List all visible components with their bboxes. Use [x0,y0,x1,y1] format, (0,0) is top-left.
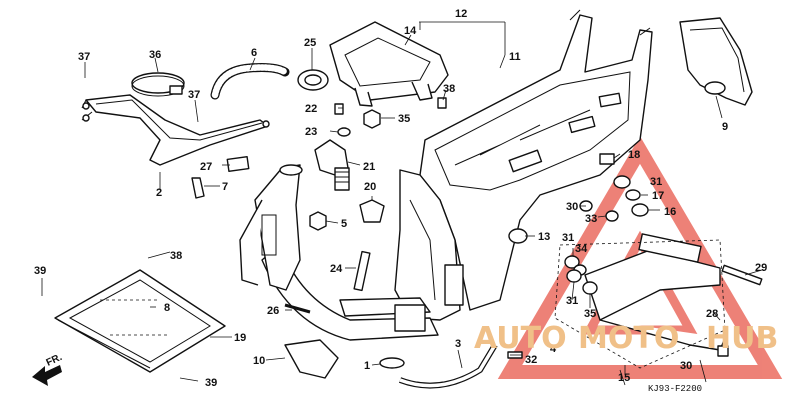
label-37-right: 37 [188,89,200,101]
part-rail-frame [81,94,270,166]
part-strip-24 [353,250,371,292]
label-35-bottom: 35 [584,308,596,320]
label-7: 7 [222,181,228,193]
label-31-bottom: 31 [566,295,578,307]
label-2: 2 [156,187,162,199]
part-nut-5 [309,211,327,231]
label-22: 22 [305,103,317,115]
label-15: 15 [618,372,630,384]
part-cover [679,17,753,106]
label-24: 24 [330,263,343,275]
label-12: 12 [455,8,467,20]
label-13: 13 [538,231,550,243]
watermark-wordmark: AUTO MOTO HUB [474,321,778,356]
label-4: 4 [550,343,557,355]
label-23: 23 [305,126,317,138]
label-36: 36 [149,49,161,61]
direction-label: FR. [45,352,64,369]
watermark-word-right: HUB [706,321,778,356]
part-bolt-22 [334,103,344,115]
label-26: 26 [267,305,279,317]
label-27: 27 [200,161,212,173]
part-corrugated-hose [210,63,290,100]
part-strap-26 [284,303,311,314]
label-34: 35 [398,113,410,125]
leader-lines [41,21,763,382]
label-31-top: 30 [566,201,578,213]
label-8: 8 [164,302,170,314]
part-bracket-21 [314,139,350,191]
label-19: 19 [234,332,246,344]
part-swing-arm [554,233,763,386]
part-cover-10 [284,339,339,379]
part-tray-bracket [329,21,449,107]
part-main-frame [394,9,653,321]
part-pipe-3 [398,343,498,389]
part-bottom-bracket [54,269,226,373]
part-lower-frame [261,244,439,341]
label-28: 28 [706,308,718,320]
part-grommet-13 [508,228,528,244]
label-39-left: 39 [34,265,46,277]
label-6: 6 [251,47,257,59]
label-35-top: 33 [585,213,597,225]
part-nut-34 [363,109,381,129]
label-10: 10 [253,355,265,367]
part-tag-27 [226,155,250,173]
part-clip-1 [379,357,405,369]
watermark-word-left: AUTO [474,321,567,356]
label-21: 21 [363,161,375,173]
label-3: 3 [455,338,461,350]
label-25: 25 [304,37,316,49]
part-bolt-38-top [437,97,447,109]
label-31-mid: 31 [562,232,574,244]
label-38-top: 38 [443,83,455,95]
label-5: 5 [341,218,347,230]
label-29: 29 [755,262,767,274]
part-head-pipe [239,164,303,291]
label-20: 20 [364,181,376,193]
part-washer-23 [337,127,351,137]
part-clamp-band [131,72,185,97]
label-33: 32 [525,354,537,366]
diagram-code: KJ93-F2200 [648,384,702,394]
label-17: 17 [652,190,664,202]
label-16: 16 [664,206,676,218]
label-1: 1 [364,360,370,372]
part-clip-20 [359,199,385,223]
label-35-mid: 34 [575,243,588,255]
label-37-left: 37 [78,51,90,63]
label-18: 18 [628,149,640,161]
label-39-bottom: 39 [205,377,217,389]
label-38-left: 38 [170,250,182,262]
label-14: 14 [404,25,417,37]
part-labels: 36 37 37 6 25 14 12 11 22 23 35 38 2 27 … [34,8,767,394]
part-seal-ring [297,69,329,91]
label-11: 11 [509,51,521,63]
label-30: 30 [680,360,692,372]
label-9: 9 [722,121,728,133]
label-32: 31 [650,176,662,188]
watermark-word-mid: MOTO [578,321,679,356]
part-clip-7 [191,177,205,199]
front-direction-arrow: FR. [32,352,64,386]
